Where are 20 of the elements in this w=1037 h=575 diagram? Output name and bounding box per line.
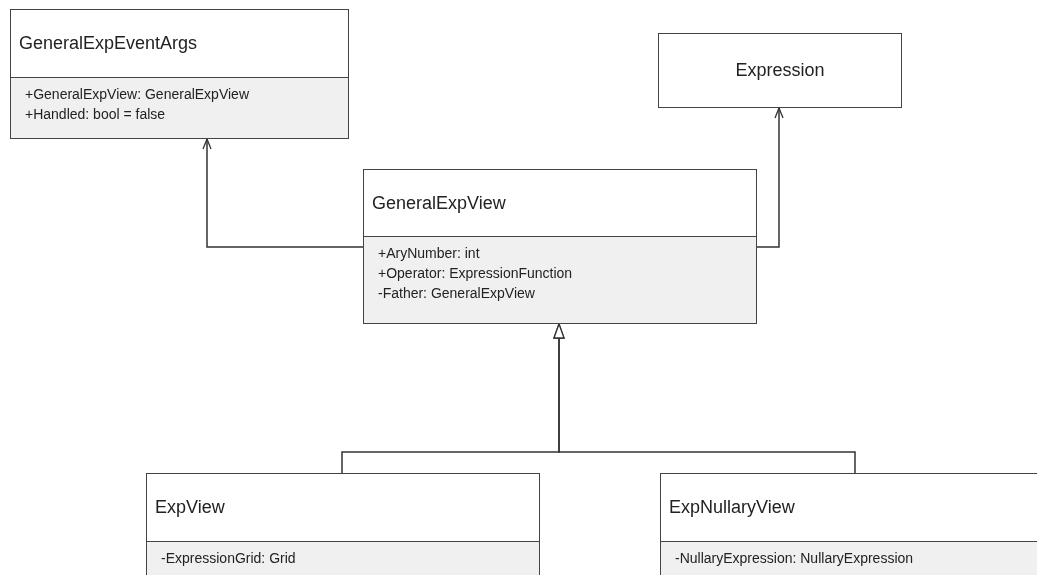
class-box (363, 169, 757, 324)
inheritance-arrow (553, 323, 856, 474)
association-arrow (756, 107, 784, 248)
class-name: ExpView (155, 497, 225, 518)
class-name: GeneralExpEventArgs (19, 33, 198, 54)
class-box (660, 473, 1037, 575)
class-attribute: +Handled: bool = false (25, 105, 166, 124)
class-name: ExpNullaryView (669, 497, 795, 518)
class-attribute: -NullaryExpression: NullaryExpression (675, 549, 914, 568)
class-box (10, 9, 349, 139)
class-box (146, 473, 540, 575)
association-arrow (202, 138, 364, 248)
class-attribute: +GeneralExpView: GeneralExpView (25, 85, 249, 104)
class-box (658, 33, 902, 108)
class-attribute: -ExpressionGrid: Grid (161, 549, 296, 568)
class-name: Expression (735, 59, 825, 81)
class-name: GeneralExpView (372, 192, 506, 214)
class-attribute: -Father: GeneralExpView (378, 284, 535, 303)
class-attribute: +AryNumber: int (378, 244, 480, 263)
class-attribute: +Operator: ExpressionFunction (378, 264, 573, 283)
